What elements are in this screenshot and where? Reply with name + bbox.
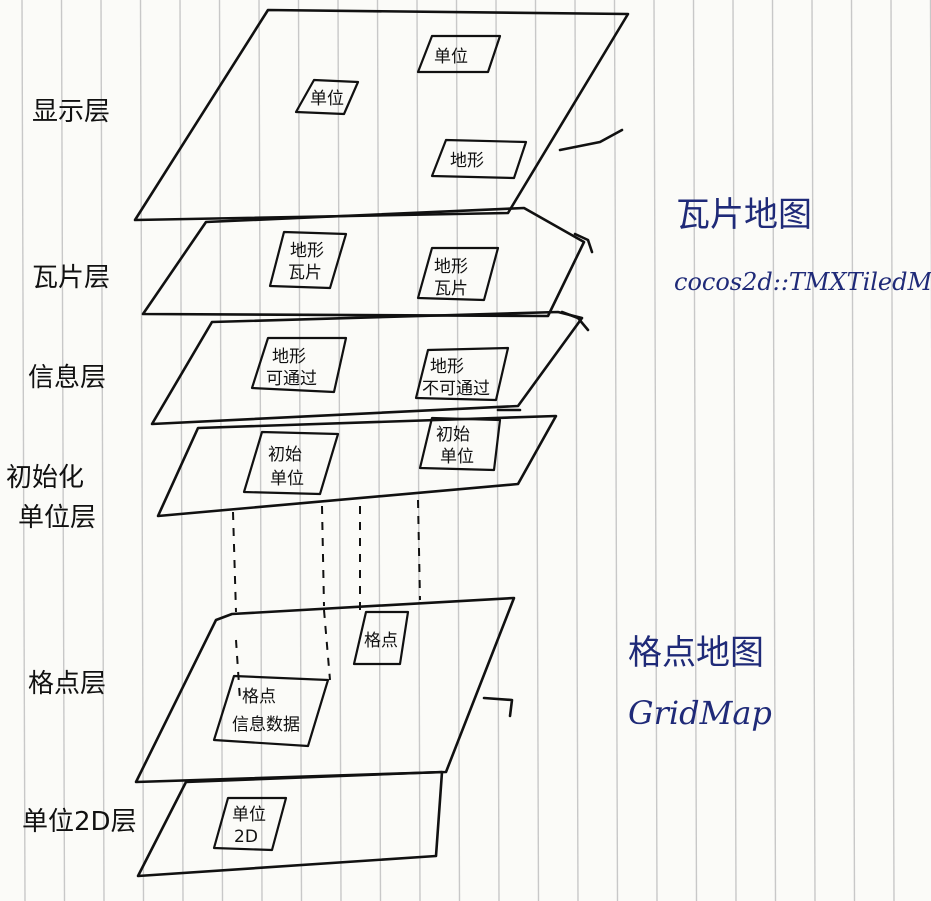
- paper-line: [732, 0, 737, 901]
- tile-display-unit-b: 单位: [294, 78, 360, 116]
- tile-label: 地形: [290, 241, 324, 261]
- annotation-gridmap-cn: 格点地图: [628, 633, 764, 673]
- tile-label: 单位: [232, 805, 266, 825]
- paper-line: [455, 0, 461, 901]
- layer-label-init-line2: 单位层: [18, 503, 96, 533]
- plane-display: [133, 8, 630, 222]
- layer-label-grid: 格点层: [28, 669, 106, 699]
- paper-line: [218, 0, 224, 901]
- layer-label-display: 显示层: [32, 97, 110, 127]
- plane-tile: [141, 206, 594, 318]
- tile-label: 格点: [242, 687, 276, 707]
- tile-tile-terrain-a: 地形 瓦片: [268, 230, 348, 290]
- paper-line: [297, 0, 303, 901]
- tile-grid-point: 格点: [352, 610, 410, 666]
- tile-info-impassable: 地形 不可通过: [414, 346, 510, 402]
- tile-label: 信息数据: [232, 715, 300, 735]
- paper-line: [416, 0, 421, 901]
- paper-line: [21, 0, 26, 901]
- tile-grid-info-data: 格点 信息数据: [212, 674, 330, 748]
- layer-label-unit2d: 单位2D层: [22, 807, 137, 837]
- paper-line: [258, 0, 263, 901]
- tile-label: 初始: [268, 445, 302, 465]
- tile-label: 格点: [364, 631, 398, 651]
- tile-label: 地形: [434, 257, 468, 277]
- tile-label: 瓦片: [288, 263, 322, 283]
- tile-label: 单位: [270, 469, 304, 489]
- paper-line: [850, 0, 856, 901]
- tile-unit2d: 单位 2D: [212, 796, 288, 852]
- paper-line: [495, 0, 500, 901]
- annotation-tilemap-cn: 瓦片地图: [676, 195, 812, 235]
- paper-line: [771, 0, 777, 901]
- paper-line: [574, 0, 579, 901]
- projection-lines: [232, 499, 421, 701]
- tile-init-unit-b: 初始 单位: [418, 416, 502, 472]
- tile-label: 单位: [310, 89, 344, 109]
- tile-label: 不可通过: [422, 379, 490, 399]
- plane-unit2d: [136, 770, 444, 878]
- paper-line: [100, 0, 105, 901]
- tile-init-unit-a: 初始 单位: [242, 430, 340, 496]
- annotation-gridmap-en: GridMap: [628, 694, 772, 732]
- plane-init-unit: [156, 408, 558, 518]
- paper-line: [692, 0, 698, 901]
- tile-display-unit-a: 单位: [416, 34, 502, 74]
- paper-line: [139, 0, 145, 901]
- tile-info-passable: 地形 可通过: [250, 336, 348, 394]
- tile-label: 2D: [234, 827, 258, 847]
- paper-line: [60, 0, 66, 901]
- paper-line: [376, 0, 382, 901]
- annotation-tilemap-en: cocos2d::TMXTiledMp: [674, 268, 931, 296]
- paper-line: [653, 0, 658, 901]
- layer-label-init-line1: 初始化: [6, 463, 84, 493]
- tile-label: 地形: [430, 357, 464, 377]
- layer-label-info: 信息层: [28, 363, 106, 393]
- layer-label-tile: 瓦片层: [32, 263, 110, 293]
- paper-line: [337, 0, 342, 901]
- tile-label: 单位: [440, 447, 474, 467]
- paper-line: [613, 0, 619, 901]
- tile-label: 可通过: [266, 369, 317, 389]
- plane-info: [150, 310, 590, 426]
- tile-label: 单位: [434, 47, 468, 67]
- tile-label: 初始: [436, 425, 470, 445]
- tile-label: 地形: [272, 347, 306, 367]
- tile-tile-terrain-b: 地形 瓦片: [416, 246, 500, 302]
- tile-label: 地形: [450, 151, 484, 171]
- paper-line: [811, 0, 816, 901]
- tile-display-terrain: 地形: [430, 138, 528, 180]
- tile-label: 瓦片: [434, 279, 468, 299]
- paper-line: [890, 0, 895, 901]
